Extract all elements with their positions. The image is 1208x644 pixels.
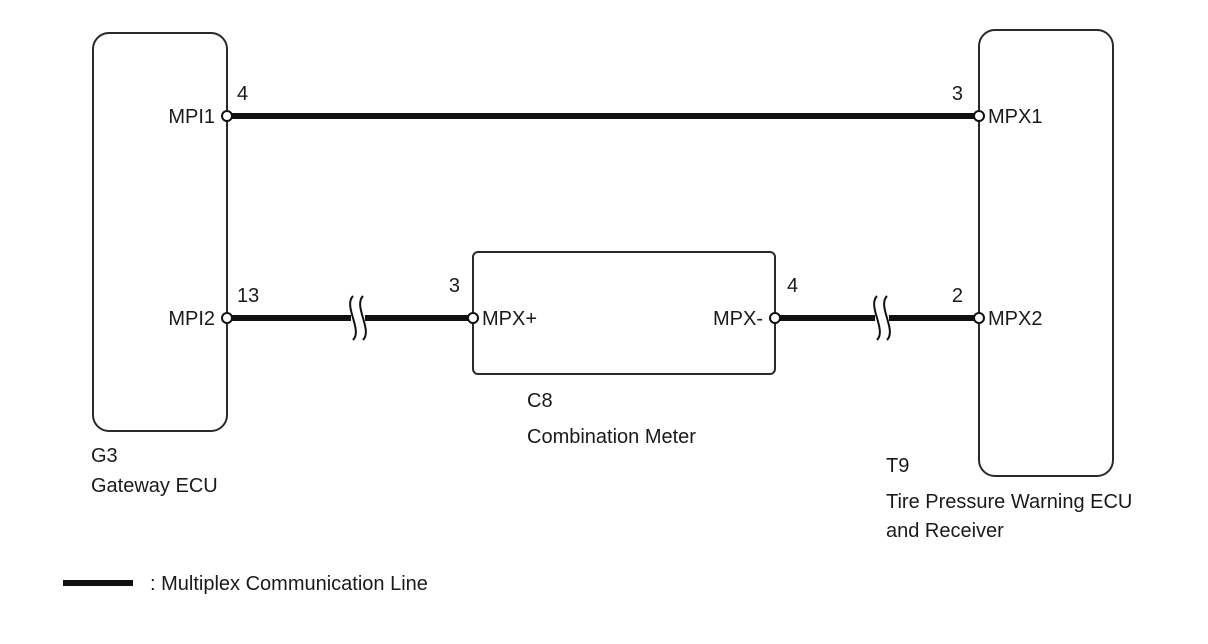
wire-break-symbol-left xyxy=(349,295,367,341)
pin-mpx-minus-label: MPX- xyxy=(713,308,763,330)
legend-text: : Multiplex Communication Line xyxy=(150,573,428,595)
tire-pressure-ecu-name-line2: and Receiver xyxy=(886,520,1004,542)
tire-pressure-ecu-component xyxy=(978,29,1114,477)
pin-mpi2-terminal xyxy=(221,312,233,324)
pin-mpx2-terminal xyxy=(973,312,985,324)
pin-mpi1-terminal xyxy=(221,110,233,122)
pin-mpi1-number: 4 xyxy=(237,83,248,105)
tire-pressure-ecu-box xyxy=(978,29,1114,477)
tire-pressure-ecu-code: T9 xyxy=(886,455,909,477)
gateway-ecu-box xyxy=(92,32,228,432)
gateway-ecu-code: G3 xyxy=(91,445,118,467)
pin-mpx-plus-terminal xyxy=(467,312,479,324)
pin-mpx-plus-number: 3 xyxy=(449,275,460,297)
gateway-ecu-component xyxy=(92,32,228,432)
pin-mpi2-number: 13 xyxy=(237,285,259,307)
gateway-ecu-name: Gateway ECU xyxy=(91,475,218,497)
legend: : Multiplex Communication Line xyxy=(63,573,428,595)
pin-mpi2-label: MPI2 xyxy=(168,308,215,330)
tire-pressure-ecu-name-line1: Tire Pressure Warning ECU xyxy=(886,491,1132,513)
pin-mpx2-number: 2 xyxy=(952,285,963,307)
pin-mpx1-number: 3 xyxy=(952,83,963,105)
pin-mpx-minus-number: 4 xyxy=(787,275,798,297)
combination-meter-code: C8 xyxy=(527,390,553,412)
pin-mpi1-label: MPI1 xyxy=(168,106,215,128)
pin-mpx-minus-terminal xyxy=(769,312,781,324)
combination-meter-name: Combination Meter xyxy=(527,426,696,448)
wire-break-symbol-right xyxy=(873,295,891,341)
pin-mpx-plus-label: MPX+ xyxy=(482,308,537,330)
pin-mpx1-label: MPX1 xyxy=(988,106,1042,128)
pin-mpx1-terminal xyxy=(973,110,985,122)
pin-mpx2-label: MPX2 xyxy=(988,308,1042,330)
